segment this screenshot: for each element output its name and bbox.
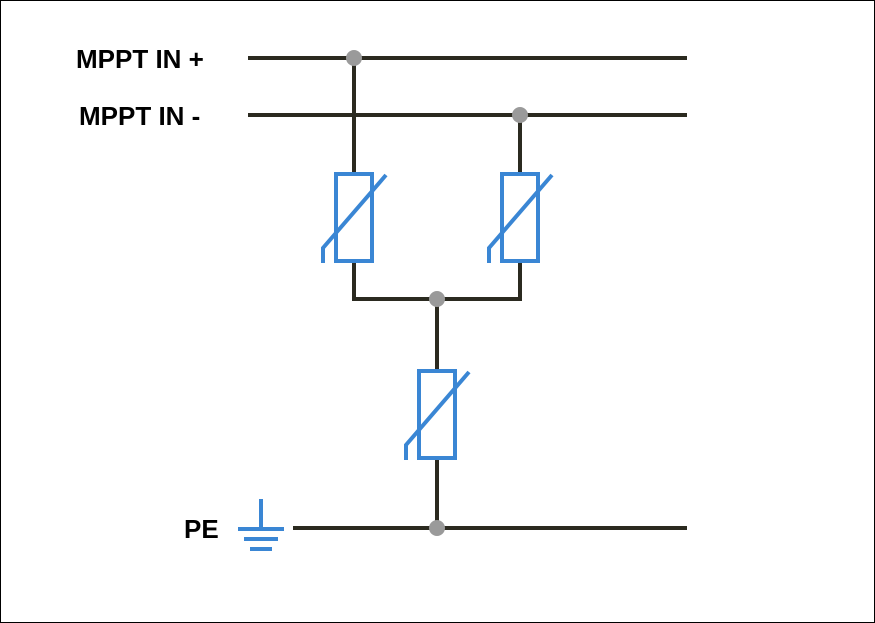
junction-pe (429, 520, 445, 536)
junction-common (429, 291, 445, 307)
label-mppt-in-negative: MPPT IN - (79, 101, 200, 131)
varistor-common-to-pe (404, 369, 471, 460)
junctions (346, 50, 528, 536)
varistor-positive-to-common (321, 172, 388, 263)
varistor-negative-to-common (487, 172, 554, 263)
junction-negative (512, 107, 528, 123)
wires (248, 56, 687, 530)
label-mppt-in-positive: MPPT IN + (76, 44, 204, 74)
junction-positive (346, 50, 362, 66)
ground-icon (238, 499, 284, 551)
label-pe: PE (184, 514, 219, 544)
